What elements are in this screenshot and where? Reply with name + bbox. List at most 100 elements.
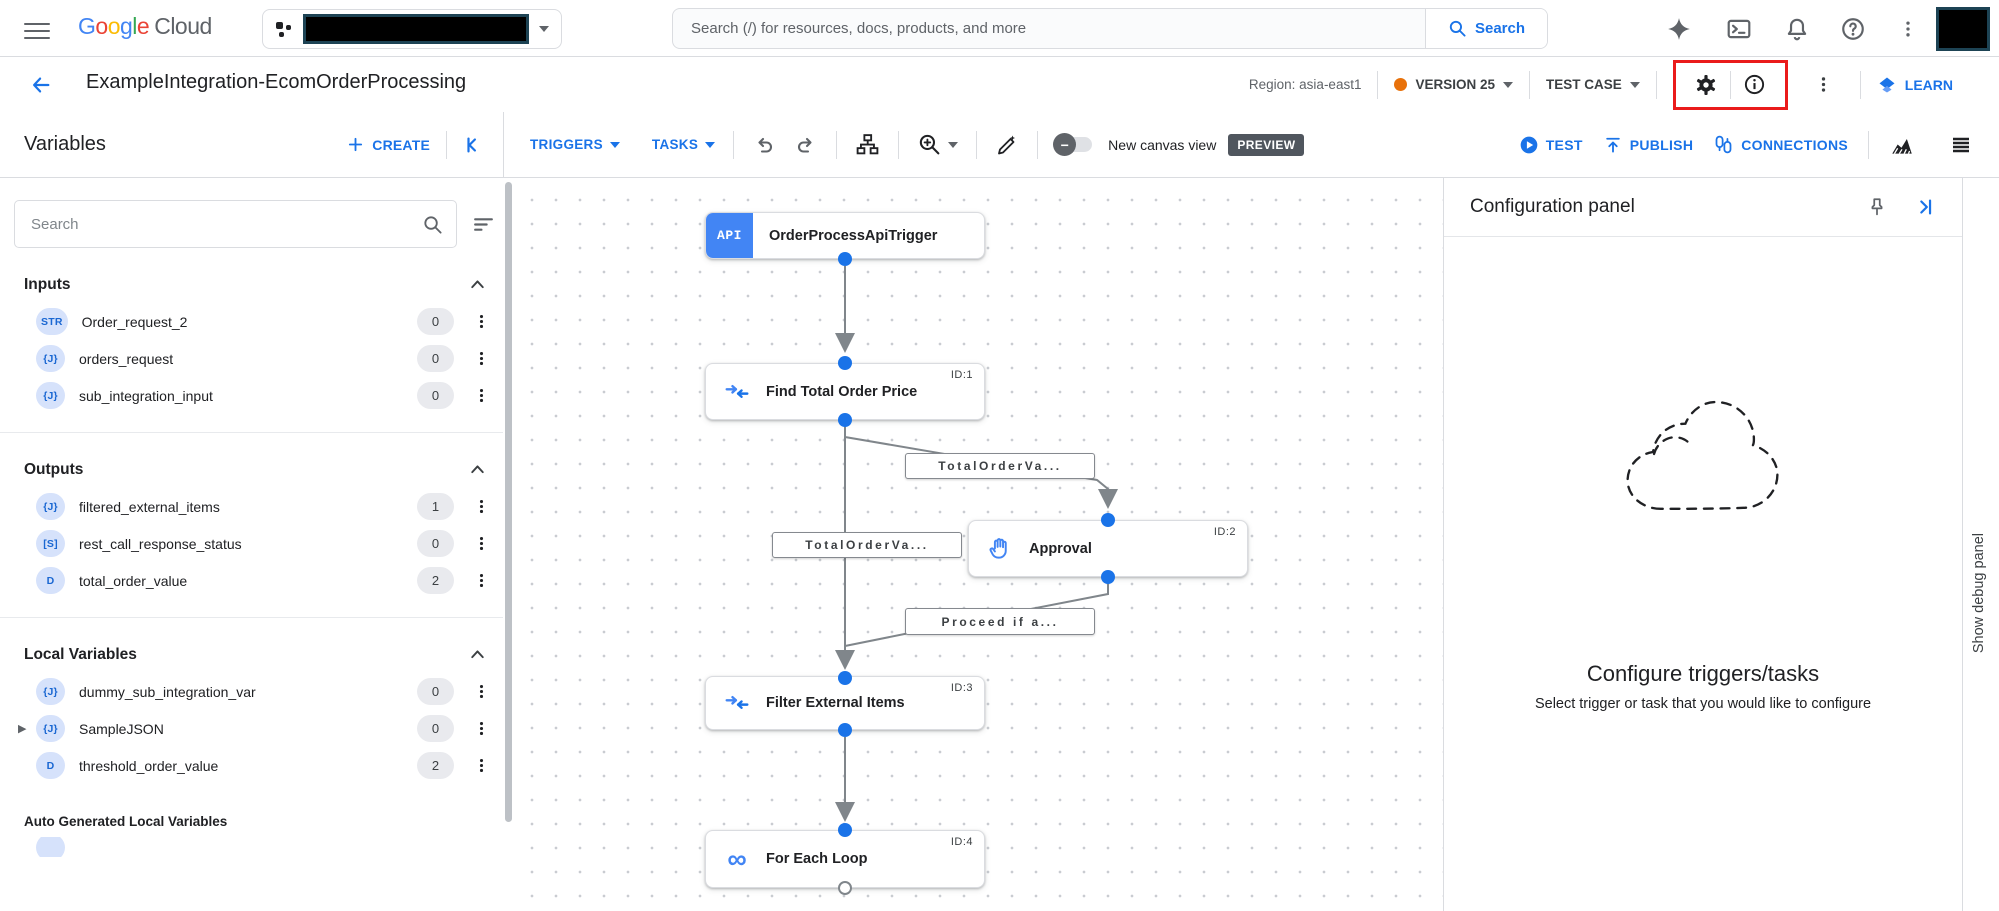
triggers-dropdown[interactable]: TRIGGERS [530,137,620,152]
node-label: Approval [1029,540,1092,557]
test-case-dropdown[interactable]: TEST CASE [1546,77,1640,92]
pin-icon[interactable] [1866,196,1888,218]
variable-name: total_order_value [79,572,188,589]
variables-title: Variables [24,133,106,155]
chevron-up-icon[interactable] [467,459,488,480]
connector-dot[interactable] [838,671,852,685]
row-more-button[interactable] [470,385,492,407]
variables-search-input[interactable] [15,201,456,247]
collapse-panel-left-icon[interactable] [463,134,485,156]
inputs-list: STR Order_request_2 0 {J} orders_request… [0,303,514,414]
edge-label-total-order-value[interactable]: TotalOrderVa... [905,453,1095,479]
variable-type-badge: {J} [36,678,65,705]
debug-strip: Show debug panel [1962,178,1999,911]
gemini-sparkle-icon[interactable] [1666,16,1692,42]
node-order-process-api-trigger[interactable]: API OrderProcessApiTrigger [705,212,985,259]
create-variable-button[interactable]: CREATE [347,136,430,153]
publish-label: PUBLISH [1629,136,1694,153]
configure-title: Configure triggers/tasks [1586,661,1820,686]
tasks-dropdown[interactable]: TASKS [652,137,716,152]
connections-button[interactable]: CONNECTIONS [1713,134,1848,155]
chevron-down-icon [1629,81,1640,88]
magic-edit-icon[interactable] [995,133,1019,157]
test-button[interactable]: TEST [1519,135,1583,155]
variable-row[interactable]: {J} filtered_external_items 1 [0,488,514,525]
info-button[interactable] [1735,65,1775,105]
more-vertical-icon[interactable] [1898,16,1918,42]
logs-list-icon[interactable] [1949,133,1973,157]
connector-dot[interactable] [838,413,852,427]
variable-row-partial[interactable] [0,837,514,857]
chevron-up-icon[interactable] [467,274,488,295]
section-title: Inputs [24,275,71,293]
learn-label: LEARN [1904,76,1953,93]
undo-icon[interactable] [752,133,776,157]
connector-dot-open[interactable] [838,881,852,895]
connector-dot[interactable] [838,723,852,737]
variable-row[interactable]: [S] rest_call_response_status 0 [0,525,514,562]
version-dropdown[interactable]: VERSION 25 [1394,77,1513,92]
variable-row[interactable]: {J} sub_integration_input 0 [0,377,514,414]
row-more-button[interactable] [470,311,492,333]
row-more-button[interactable] [470,496,492,518]
node-approval[interactable]: ID:2 Approval [968,520,1248,577]
filter-sort-icon[interactable] [471,212,496,237]
divider [0,432,514,433]
notifications-bell-icon[interactable] [1784,16,1810,42]
hamburger-menu-icon[interactable] [24,18,50,39]
search-button[interactable]: Search [1425,9,1547,48]
header-more-button[interactable] [1804,65,1844,105]
redo-icon[interactable] [794,133,818,157]
row-more-button[interactable] [470,755,492,777]
connector-dot[interactable] [838,252,852,266]
metrics-chart-icon[interactable] [1889,132,1915,158]
variable-row[interactable]: {J} orders_request 0 [0,340,514,377]
variable-row[interactable]: STR Order_request_2 0 [0,303,514,340]
api-trigger-icon: API [706,213,753,258]
expand-arrow-icon[interactable]: ▶ [18,723,27,735]
row-more-button[interactable] [470,570,492,592]
row-more-button[interactable] [470,533,492,555]
row-more-button[interactable] [470,348,492,370]
node-for-each-loop[interactable]: ID:4 ∞ For Each Loop [705,830,985,888]
chevron-up-icon[interactable] [467,644,488,665]
row-more-button[interactable] [470,718,492,740]
learn-button[interactable]: LEARN [1877,75,1953,95]
integration-canvas[interactable]: API OrderProcessApiTrigger ID:1 Find Tot… [514,178,1443,911]
variable-name: dummy_sub_integration_var [79,683,256,700]
connector-dot[interactable] [1101,570,1115,584]
new-canvas-toggle[interactable]: − [1053,133,1093,156]
project-selector[interactable] [262,9,562,49]
node-find-total-order-price[interactable]: ID:1 Find Total Order Price [705,363,985,420]
help-icon[interactable] [1840,16,1866,42]
region-label: Region: asia-east1 [1248,77,1362,92]
node-filter-external-items[interactable]: ID:3 Filter External Items [705,676,985,730]
back-arrow-icon[interactable] [30,74,52,96]
variable-row[interactable]: D total_order_value 2 [0,562,514,599]
collapse-panel-right-icon[interactable] [1914,196,1936,218]
usage-count-badge: 0 [417,345,454,372]
publish-button[interactable]: PUBLISH [1603,135,1694,155]
node-id-label: ID:2 [1213,526,1236,538]
edge-label-proceed-if[interactable]: Proceed if a... [905,608,1095,635]
show-debug-panel-button[interactable]: Show debug panel [1971,533,1987,654]
configuration-panel-title: Configuration panel [1470,196,1635,217]
variable-row[interactable]: {J} dummy_sub_integration_var 0 [0,673,514,710]
global-search-input[interactable] [673,9,1425,48]
row-more-button[interactable] [470,681,492,703]
new-canvas-label: New canvas view [1108,136,1217,153]
cloud-shell-icon[interactable] [1726,16,1752,42]
edge-label-total-order-value[interactable]: TotalOrderVa... [772,532,962,558]
sidebar-scrollbar[interactable] [503,178,514,911]
connector-dot[interactable] [838,356,852,370]
connector-dot[interactable] [838,823,852,837]
usage-count-badge: 0 [417,530,454,557]
auto-layout-icon[interactable] [855,132,880,157]
avatar[interactable] [1936,7,1990,51]
settings-button[interactable] [1686,65,1726,105]
zoom-dropdown[interactable] [917,132,959,157]
variable-row[interactable]: ▶ {J} SampleJSON 0 [0,710,514,747]
more-vertical-icon [479,536,483,551]
variable-row[interactable]: D threshold_order_value 2 [0,747,514,784]
connector-dot[interactable] [1101,513,1115,527]
